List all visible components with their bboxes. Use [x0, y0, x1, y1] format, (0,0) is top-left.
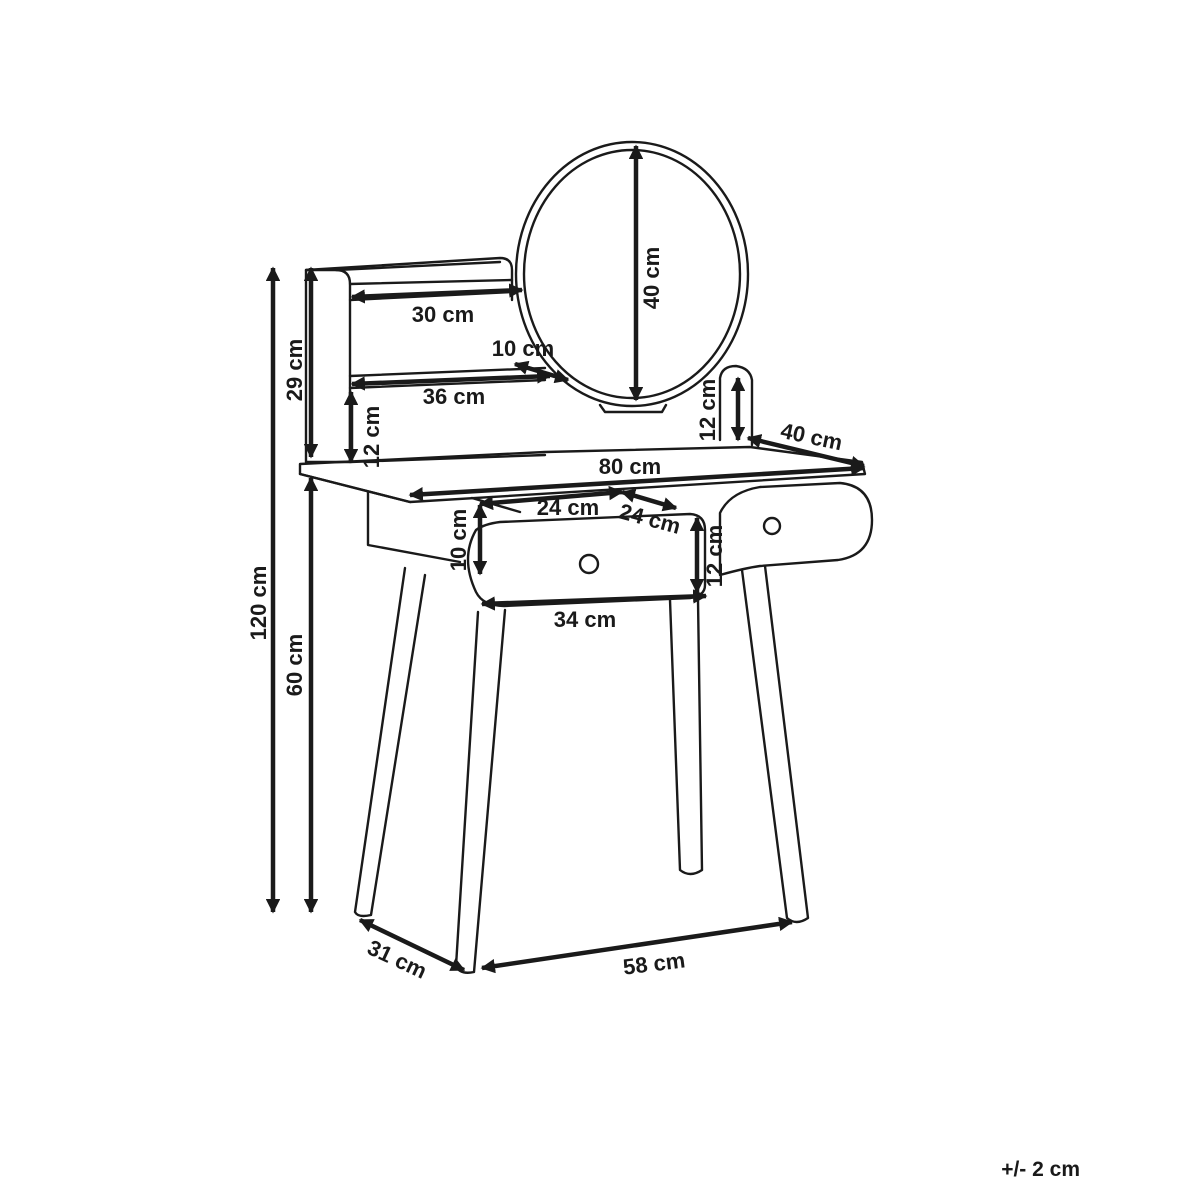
tolerance-note: +/- 2 cm [1001, 1158, 1080, 1181]
dimension-labels: 120 cm 29 cm 60 cm 30 cm 10 cm 36 cm 12 … [246, 247, 845, 984]
round-mirror [514, 140, 750, 414]
arrow-leg-width [480, 916, 794, 974]
arrow-leg-depth [358, 917, 466, 973]
right-drawer [718, 481, 874, 577]
label-drawer-inner-width-a: 24 cm [537, 495, 599, 520]
label-shelf-top-width: 30 cm [412, 302, 474, 327]
label-side-post-height: 12 cm [695, 379, 720, 441]
arrow-drawer-inner-width-b [620, 488, 678, 512]
label-drawer-front-height: 12 cm [702, 525, 727, 587]
arrow-drawer-inner-width-a [478, 485, 624, 511]
dimension-arrows [265, 144, 866, 974]
label-drawer-inner-width-b: 24 cm [617, 499, 684, 539]
drawer-knob-icon [762, 516, 782, 536]
label-shelf-height: 12 cm [359, 406, 384, 468]
label-upper-height: 29 cm [282, 339, 307, 401]
label-lower-height: 60 cm [282, 634, 307, 696]
furniture-drawing [298, 140, 874, 974]
label-drawer-front-width: 34 cm [554, 607, 616, 632]
arrow-shelf-gap [513, 360, 570, 384]
label-top-width: 80 cm [599, 454, 661, 479]
right-post [718, 364, 754, 447]
arrow-shelf-top-width [350, 283, 524, 304]
label-leg-width: 58 cm [622, 947, 687, 979]
label-total-height: 120 cm [246, 566, 271, 641]
label-shelf-gap: 10 cm [492, 336, 554, 361]
arrow-top-depth [746, 434, 866, 470]
label-shelf-bottom-width: 36 cm [423, 384, 485, 409]
label-leg-depth: 31 cm [364, 935, 431, 984]
label-mirror-diameter: 40 cm [639, 247, 664, 309]
arrow-drawer-front-width [480, 589, 708, 611]
drawer-knob-icon [578, 553, 600, 575]
label-drawer-inner-height: 10 cm [446, 509, 471, 571]
